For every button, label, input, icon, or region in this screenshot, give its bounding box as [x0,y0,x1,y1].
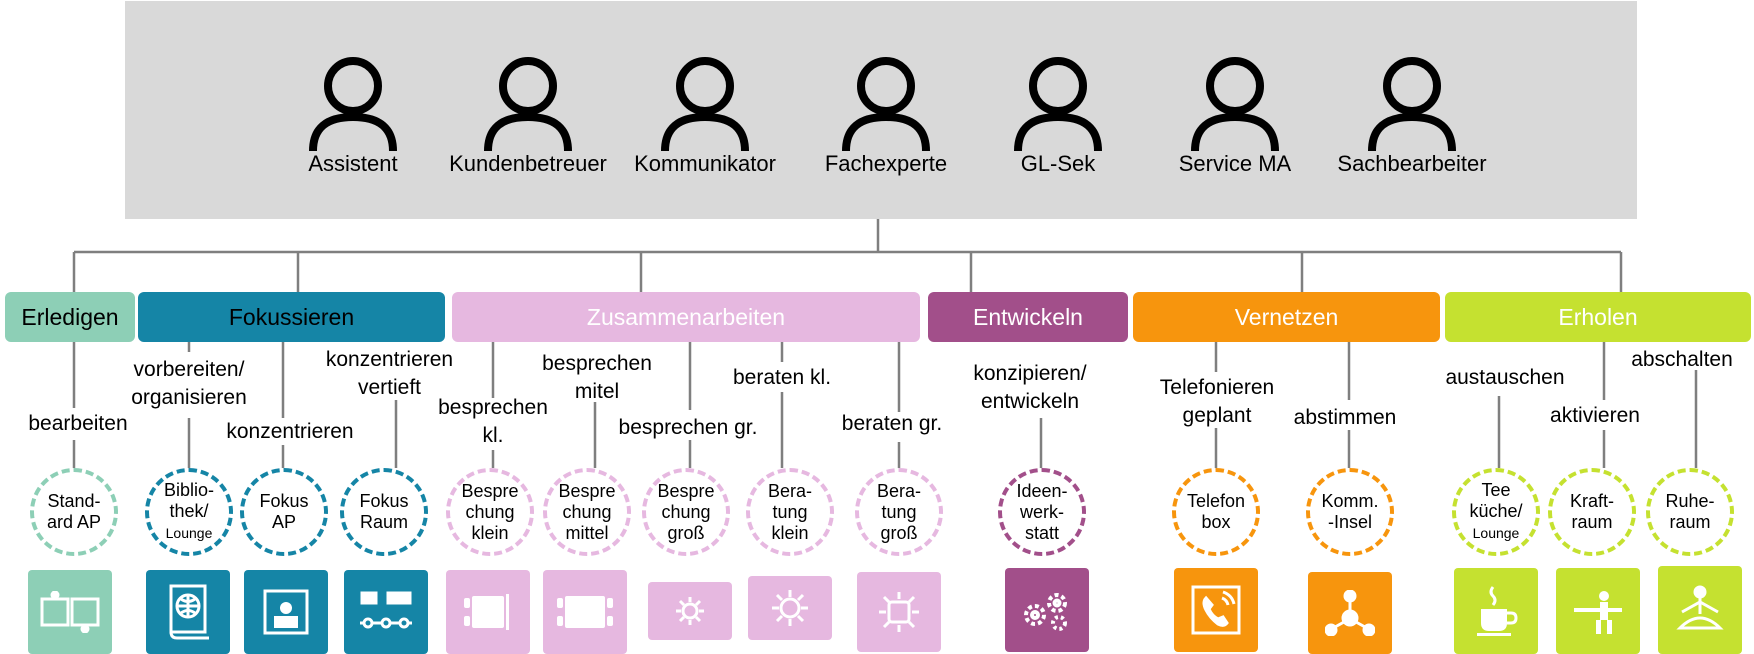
round-table-small-icon [748,576,832,640]
role-label: Kommunikator [634,151,776,176]
space-label: Bera- tung groß [876,480,921,543]
round-table-large-icon [857,572,941,652]
category-fokussieren: Fokussieren [138,292,445,342]
space-label: Telefon box [1186,491,1246,532]
space-komm-insel: Komm. -Insel [1306,468,1394,556]
activity-telefonieren: Telefonieren geplant [1159,376,1275,427]
person-icon [661,57,749,152]
category-label: Vernetzen [1234,303,1339,330]
space-label: Bespre chung mittel [558,480,616,543]
activity-konzentrieren: konzentrieren [226,420,354,443]
space-label: Ruhe- raum [1665,491,1715,532]
role-label: Assistent [308,151,398,176]
role-2: Kommunikator [615,55,795,177]
person-icon [1191,57,1279,152]
space-label: Tee küche/ [1469,480,1523,521]
category-label: Erholen [1558,303,1638,330]
space-label: Biblio- thek/ [163,480,215,521]
role-label: Fachexperte [824,151,948,176]
role-4: GL-Sek [968,55,1148,177]
activity-abschalten: abschalten [1631,348,1733,371]
person-icon [842,57,930,152]
activity-beraten-gr: beraten gr. [841,412,943,435]
network-icon [1308,572,1392,654]
person-icon [1014,57,1102,152]
meditation-icon [1658,566,1742,654]
space-besprechung-klein: Bespre chung klein [446,468,534,556]
space-label: Kraft- raum [1569,491,1614,532]
space-label: Bespre chung klein [461,480,519,543]
table-medium-icon [543,570,627,654]
role-3: Fachexperte [796,55,976,177]
table-small-icon [446,570,530,654]
category-label: Fokussieren [228,303,355,330]
activity-bearbeiten: bearbeiten [28,412,128,435]
space-label: Fokus Raum [359,491,409,532]
space-besprechung-gross: Bespre chung groß [642,468,730,556]
space-fokus-ap: Fokus AP [240,468,328,556]
gears-icon [1005,568,1089,652]
fitness-icon [1556,568,1640,654]
space-kraftraum: Kraft- raum [1548,468,1636,556]
role-5: Service MA [1145,55,1325,177]
space-besprechung-mittel: Bespre chung mittel [543,468,631,556]
activity-konzentrieren-vertieft: konzentrieren vertieft [325,348,454,399]
space-label: Bera- tung klein [767,480,812,543]
role-1: Kundenbetreuer [438,55,618,177]
space-bibliothek: Biblio- thek/Lounge [145,468,233,556]
role-label: GL-Sek [1020,151,1096,176]
space-ideenwerkstatt: Ideen- werk- statt [998,468,1086,556]
role-6: Sachbearbeiter [1322,55,1502,177]
space-label: Ideen- werk- statt [1016,480,1068,543]
category-entwickeln: Entwickeln [928,292,1128,342]
activity-beraten-kl: beraten kl. [732,366,832,389]
category-label: Entwickeln [973,303,1083,330]
space-fokus-raum: Fokus Raum [340,468,428,556]
workstation-icon [28,570,112,654]
space-label-sub: Lounge [1472,525,1520,541]
table-large-icon [648,582,732,640]
activity-austauschen: austauschen [1445,366,1565,389]
space-label: Komm. -Insel [1321,491,1379,532]
space-standard-ap: Stand- ard AP [30,468,118,556]
role-label: Kundenbetreuer [449,151,607,176]
person-icon [309,57,397,152]
space-label-sub: Lounge [165,525,213,541]
person-icon [484,57,572,152]
phone-booth-icon [244,570,328,654]
phone-icon [1174,568,1258,652]
category-erledigen: Erledigen [5,292,135,342]
space-label: Bespre chung groß [657,480,715,543]
space-telefonbox: Telefon box [1172,468,1260,556]
activity-aktivieren: aktivieren [1550,404,1640,427]
category-zusammenarbeiten: Zusammenarbeiten [452,292,920,342]
space-ruheraum: Ruhe- raum [1646,468,1734,556]
space-beratung-gross: Bera- tung groß [855,468,943,556]
activity-besprechen-gr: besprechen gr. [618,416,758,439]
category-label: Zusammenarbeiten [586,303,786,330]
person-icon [1368,57,1456,152]
space-beratung-klein: Bera- tung klein [746,468,834,556]
category-label: Erledigen [21,303,119,330]
focus-room-icon [344,570,428,654]
activity-konzipieren: konzipieren/ entwickeln [973,362,1087,413]
category-vernetzen: Vernetzen [1133,292,1440,342]
activity-vorbereiten: vorbereiten/ organisieren [131,358,247,409]
activity-abstimmen: abstimmen [1293,406,1397,429]
role-label: Service MA [1178,151,1292,176]
space-label: Fokus AP [259,491,309,532]
role-label: Sachbearbeiter [1337,151,1487,176]
space-teekueche: Tee küche/Lounge [1452,468,1540,556]
activity-besprechen-kl: besprechen kl. [438,396,548,447]
coffee-cup-icon [1454,568,1538,654]
category-erholen: Erholen [1445,292,1751,342]
activity-besprechen-mitel: besprechen mitel [542,352,652,403]
space-label: Stand- ard AP [46,491,102,532]
globe-book-icon [146,570,230,654]
role-0: Assistent [263,55,443,177]
